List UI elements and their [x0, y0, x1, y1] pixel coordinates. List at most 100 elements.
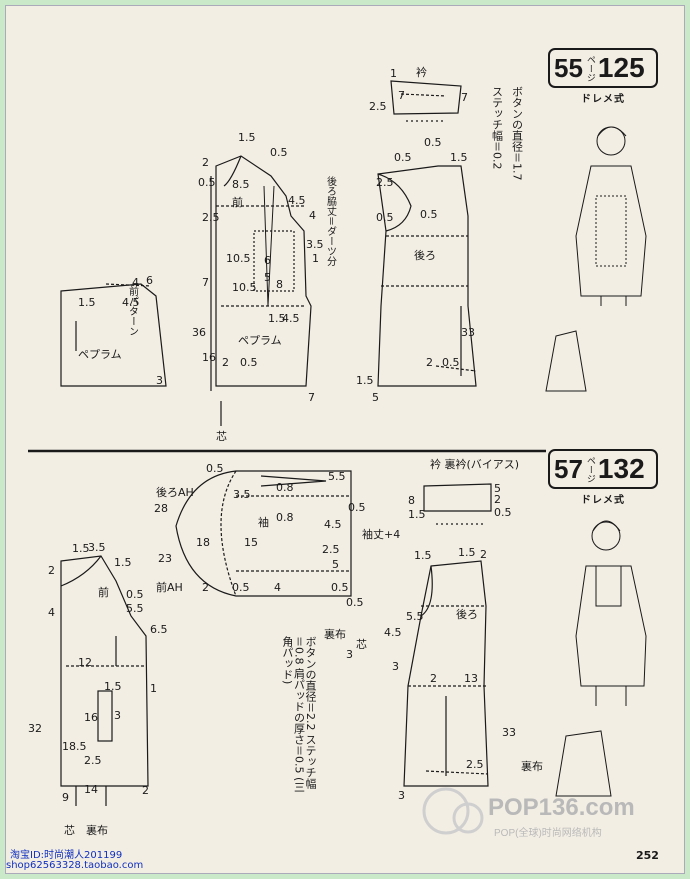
- label-m2d: 2: [426, 356, 433, 369]
- label-n13: 13: [464, 672, 478, 685]
- label-n2d: 2: [142, 784, 149, 797]
- label-n45b: 4.5: [384, 626, 402, 639]
- label-n15e: 1.5: [104, 680, 122, 693]
- label-n45: 4.5: [324, 518, 342, 531]
- ref-number-57: 57: [554, 453, 583, 484]
- back-bodice-57: [403, 560, 489, 787]
- back-label-55: 後ろ: [414, 248, 436, 262]
- label-n05e: 0.5: [348, 501, 366, 514]
- label-m7b: 7: [461, 91, 468, 104]
- button-note-55: ボタンの直径＝1.7: [510, 86, 524, 181]
- label-n28: 28: [154, 502, 168, 515]
- label-n08: 0.8: [276, 481, 294, 494]
- watermark-logo: [422, 787, 484, 835]
- sleeve-label-57: 袖: [258, 515, 269, 529]
- label-n33: 33: [502, 726, 516, 739]
- label-n25c: 2.5: [466, 758, 484, 771]
- page-unit-55: ページ: [584, 54, 595, 82]
- label-m15c: 1.5: [78, 296, 96, 309]
- label-m7d: 7: [308, 391, 315, 404]
- collar-piece-57: [423, 483, 492, 512]
- label-m16: 16: [202, 351, 216, 364]
- collar-piece-55: [390, 80, 462, 115]
- label-m25: 2.5: [369, 100, 387, 113]
- label-m33: 33: [461, 326, 475, 339]
- pattern-drawings: 1 7 2.5 7 1.5 0.5 2 8.5 2.5 0.5 4.5 4 3.…: [28, 65, 647, 837]
- ref-badge-55: 55 ページ 125: [548, 48, 658, 88]
- label-n15d: 1.5: [114, 556, 132, 569]
- label-n05: 0.5: [206, 462, 224, 475]
- label-n3: 3: [346, 648, 353, 661]
- label-m2c: 2: [222, 356, 229, 369]
- label-n05d: 0.5: [346, 596, 364, 609]
- label-m15: 1.5: [238, 131, 256, 144]
- label-n8: 8: [408, 494, 415, 507]
- label-n23: 23: [158, 552, 172, 565]
- sleeve-57: [175, 470, 352, 597]
- peplum-label-55: ペプラム: [238, 334, 282, 347]
- ref-number-55: 55: [554, 52, 583, 83]
- label-m3: 3: [156, 374, 163, 387]
- back-label-57: 後ろ: [456, 607, 478, 621]
- label-m5: 5: [264, 271, 271, 284]
- label-n08b: 0.8: [276, 511, 294, 524]
- label-n05f: 0.5: [494, 506, 512, 519]
- collar-label-57: 衿 裏衿(バイアス): [430, 457, 519, 471]
- label-n3c: 3: [392, 660, 399, 673]
- back-ah-label-57: 後ろAH: [156, 485, 194, 499]
- label-n185: 18.5: [62, 740, 87, 753]
- fold-label-55: 芯: [216, 429, 227, 443]
- label-n2: 2: [202, 581, 209, 594]
- label-m6: 6: [264, 254, 271, 267]
- shop-id: 淘宝ID:时尚潮人201199: [10, 850, 123, 861]
- label-n25: 2.5: [322, 543, 340, 556]
- lining-label-57: 裏布: [324, 627, 346, 641]
- label-n05b: 0.5: [232, 581, 250, 594]
- label-m4b: 4: [132, 276, 139, 289]
- label-m45: 4.5: [288, 194, 306, 207]
- stitch-note-55: ステッチ幅＝0.2: [490, 86, 504, 170]
- label-n18: 18: [196, 536, 210, 549]
- label-m05: 0.5: [270, 146, 288, 159]
- fold-label-57: 芯: [356, 637, 367, 651]
- label-n9: 9: [62, 791, 69, 804]
- dart-label-55: 後ろ脇丈＝ダーツ分: [324, 176, 336, 266]
- label-m1: 1: [390, 67, 397, 80]
- subtitle-57: ドレメ式: [581, 495, 625, 506]
- peplum-55: [60, 283, 167, 387]
- label-m2b: 2: [202, 156, 209, 169]
- label-n2e: 2: [480, 548, 487, 561]
- label-n05c: 0.5: [331, 581, 349, 594]
- back-bodice-55: [377, 165, 477, 387]
- label-m4: 4: [309, 209, 316, 222]
- label-n12: 12: [78, 656, 92, 669]
- label-n25b: 2.5: [84, 754, 102, 767]
- label-m05c: 0.5: [240, 356, 258, 369]
- label-n5c: 5: [494, 482, 501, 495]
- front-bodice-55: [215, 155, 312, 387]
- label-n5: 5: [332, 558, 339, 571]
- watermark-brand: POP136.com: [488, 794, 635, 821]
- label-m2: 7: [398, 89, 405, 102]
- label-m05g: 0.5: [420, 208, 438, 221]
- label-m15e: 1.5: [356, 374, 374, 387]
- label-m05h: 0.5: [442, 356, 460, 369]
- label-m7c: 7: [202, 276, 209, 289]
- label-n2b: 2: [494, 493, 501, 506]
- label-n4b: 4: [48, 606, 55, 619]
- label-n55b: 5.5: [126, 602, 144, 615]
- label-m6b: 6: [146, 274, 153, 287]
- label-m105b: 10.5: [232, 281, 257, 294]
- label-n4: 4: [274, 581, 281, 594]
- page-number: 252: [636, 849, 659, 862]
- label-m15b: 1.5: [268, 312, 286, 325]
- label-m25b: 2.5: [202, 211, 220, 224]
- label-m36: 36: [192, 326, 206, 339]
- page-ref-57: 132: [597, 453, 645, 484]
- lining-label-57c: 裏布: [86, 823, 108, 837]
- pocket-57: [97, 690, 113, 742]
- figure-sketch-55: [575, 126, 647, 306]
- front-panel-label-55: 前パターン: [126, 286, 138, 336]
- label-m35: 3.5: [306, 238, 324, 251]
- peplum-label-55b: ペプラム: [78, 348, 122, 361]
